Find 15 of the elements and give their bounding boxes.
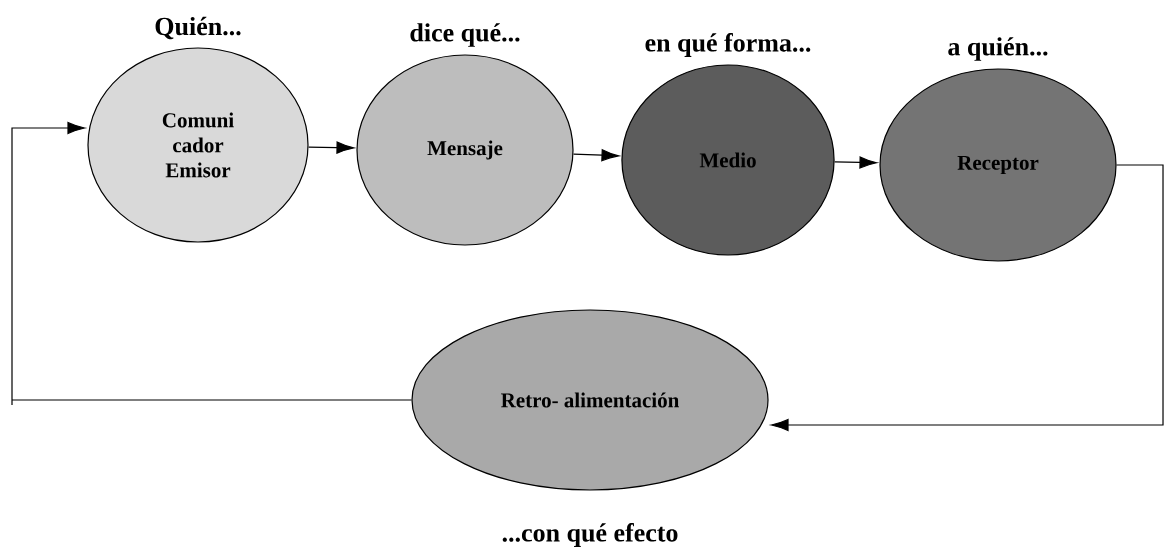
heading-text: a quién... [948, 37, 1048, 61]
ellipse-node: Medio [621, 64, 835, 256]
ellipse-node: Mensaje [356, 54, 574, 246]
arrow [572, 149, 620, 162]
ellipse-node: Receptor [879, 68, 1117, 262]
arrow [307, 141, 355, 154]
arrow [770, 164, 1164, 432]
ellipse-node: Retro- alimentación [411, 309, 769, 491]
heading-text: ...con qué efecto [502, 523, 678, 547]
heading-text: Quién... [155, 16, 241, 40]
ellipse-node: Comuni cador Emisor [87, 47, 309, 243]
heading-text: dice qué... [410, 23, 520, 47]
arrow [834, 156, 878, 169]
arrow [11, 121, 412, 406]
heading-text: en qué forma... [645, 33, 811, 57]
